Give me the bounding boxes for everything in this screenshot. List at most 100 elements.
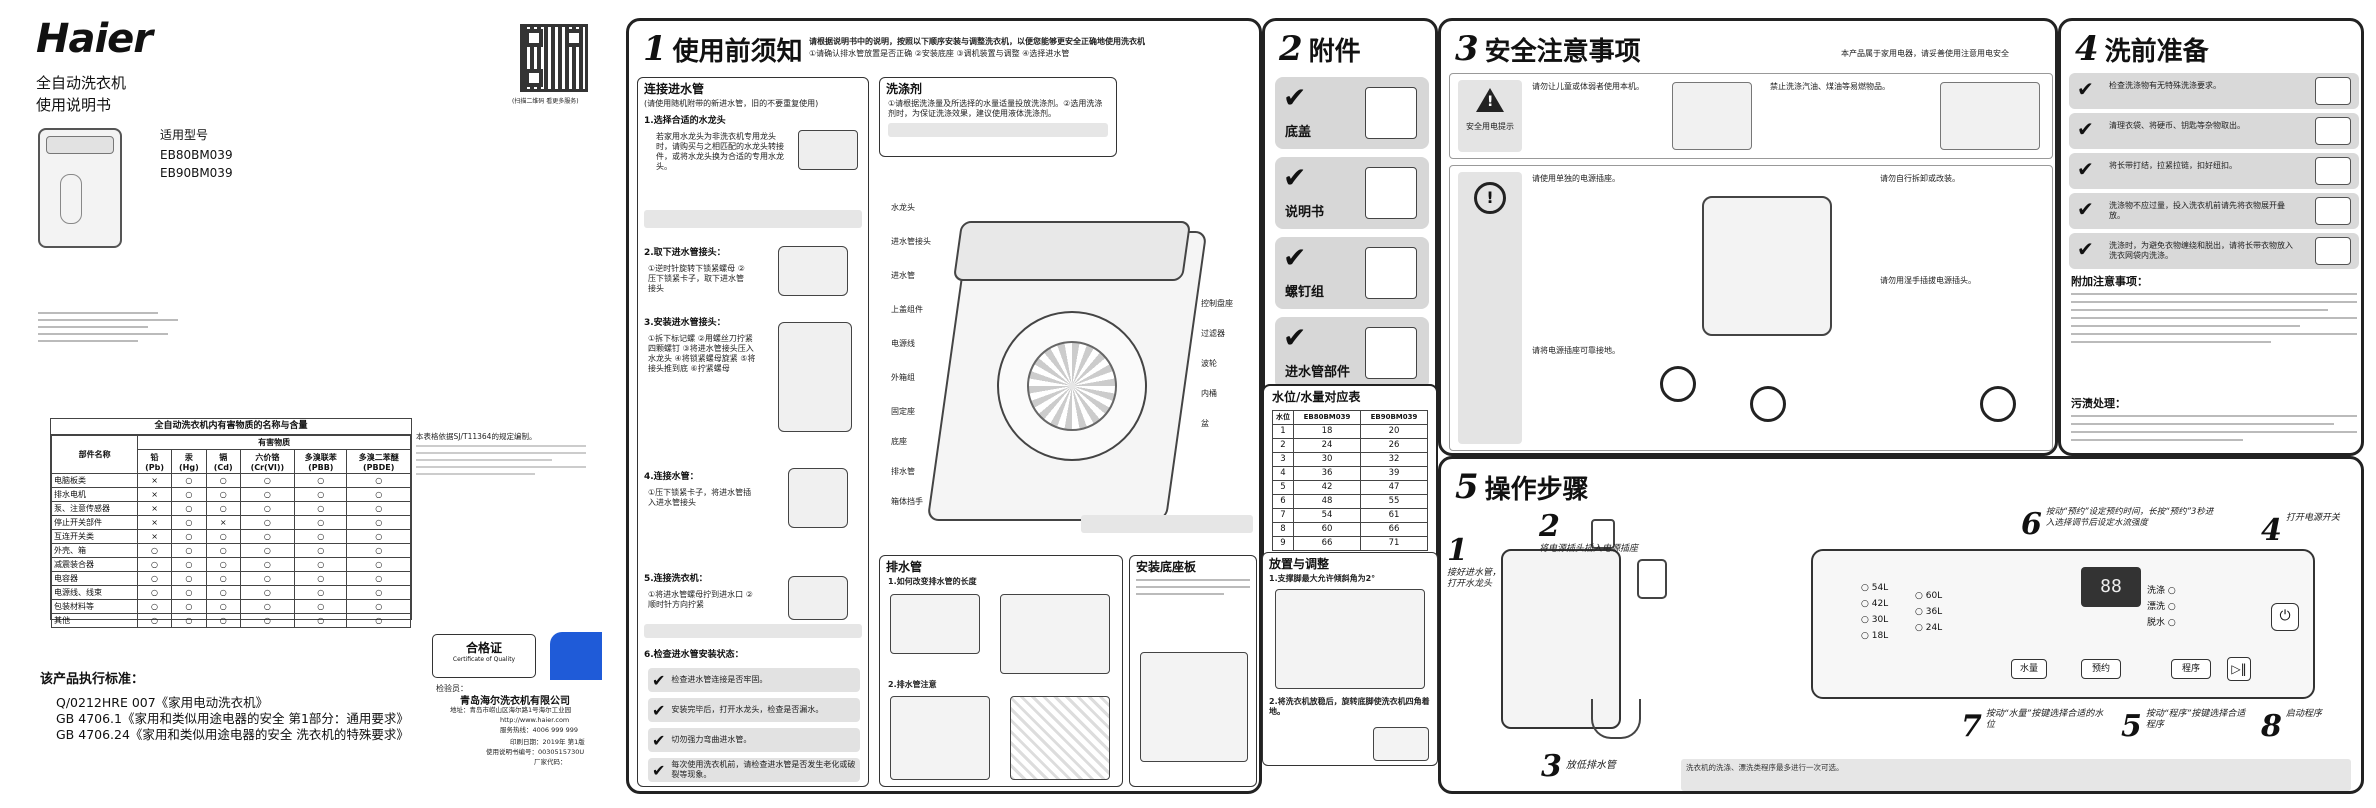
water-cell: 60 [1293, 521, 1361, 537]
rohs-cell: ○ [294, 501, 348, 516]
rohs-cell: ○ [239, 515, 296, 530]
water-column-header: EB80BM039 [1293, 409, 1361, 425]
rohs-cell: ○ [294, 473, 348, 488]
part-label: 排水管 [891, 467, 915, 476]
reserve-button[interactable]: 预约 [2081, 659, 2121, 679]
rohs-part: 电容器 [50, 571, 139, 586]
rohs-cell: × [205, 515, 241, 530]
part-label: 控制盘座 [1201, 299, 1233, 308]
rohs-cell: ○ [137, 571, 172, 586]
water-cell: 4 [1271, 465, 1295, 481]
rohs-cell: ○ [294, 599, 348, 614]
section-number: 5 [1455, 467, 1479, 507]
washer-safety-illustration [1702, 196, 1832, 336]
level-icon [1275, 589, 1425, 689]
water-cell: 36 [1293, 465, 1361, 481]
faucet-icon [1591, 519, 1615, 549]
product-name: 全自动洗衣机 [36, 74, 127, 92]
rohs-table: 部件名称 有害物质 铅 (Pb)汞 (Hg)镉 (Cd)六价铬 (Cr(VI))… [50, 435, 411, 628]
standard-1: Q/0212HRE 007《家用电动洗衣机》 [56, 695, 269, 710]
rohs-cell: ○ [205, 487, 241, 502]
water-cell: 18 [1293, 423, 1361, 439]
small-print [38, 312, 188, 347]
water-level-indicator: ○ 24L [1915, 623, 1943, 633]
section-number: 4 [2075, 29, 2099, 69]
water-level-button[interactable]: 水量 [2011, 659, 2047, 679]
accessory-item: ✔进水管部件 [1275, 317, 1429, 389]
section-title: 操作步骤 [1484, 474, 1589, 505]
website[interactable]: http://www.haier.com [500, 716, 570, 724]
brand-logo: Haier [36, 16, 153, 62]
step1-note [644, 210, 862, 228]
rohs-part: 外壳、箱 [50, 543, 139, 558]
drain-hose-icon [890, 594, 980, 654]
step6-item: ✔检查进水管连接是否牢固。 [648, 668, 860, 692]
machine-connect-icon [788, 576, 848, 620]
step4-title: 4.连接水管： [644, 472, 699, 482]
base-plate-box: 安装底座板 [1129, 555, 1257, 787]
standard-3: GB 4706.24《家用和类似用途电器的安全 洗衣机的特殊要求》 [56, 727, 409, 742]
warning-text: 请勿让儿童或体弱者使用本机。 [1532, 82, 1644, 91]
rohs-cell: ○ [346, 473, 411, 488]
caution-circle-icon: ! [1474, 182, 1506, 214]
company-name: 青岛海尔洗衣机有限公司 [460, 696, 570, 707]
step1-text: 若家用水龙头为非洗衣机专用龙头时，请购买与之相匹配的水龙头转接件，或将水龙头换为… [656, 132, 784, 171]
program-indicator: 脱水 ○ [2147, 618, 2176, 628]
company-address: 地址：青岛市崂山区海尔路1号海尔工业园 [450, 706, 572, 714]
prohibited-icon [1980, 386, 2016, 422]
rohs-cell: ○ [170, 487, 207, 502]
rohs-cell: ○ [137, 599, 172, 614]
rohs-cell: ○ [346, 487, 411, 502]
step2-title: 2.取下进水管接头： [644, 248, 726, 258]
section-operation: 5 操作步骤 1 接好进水管，打开水龙头 2 将电源插头插入电源插座 3 放低排… [1438, 456, 2364, 794]
rohs-cell: × [137, 515, 172, 530]
water-column-header: EB90BM039 [1360, 409, 1428, 425]
drain-hose-low-icon [1591, 699, 1641, 739]
start-pause-button[interactable]: ▷‖ [2227, 657, 2251, 681]
section-preparation: 4 洗前准备 ✔检查洗涤物有无特殊洗涤要求。✔清理衣袋、将硬币、钥匙等杂物取出。… [2058, 18, 2364, 456]
step6-item: ✔安装完毕后，打开水龙头，检查是否漏水。 [648, 698, 860, 722]
rohs-row: 电源线、线束○○○○○○ [50, 585, 411, 600]
qr-code[interactable] [520, 24, 588, 92]
level-step1: 1.支撑脚最大允许倾斜角为2° [1269, 574, 1376, 583]
program-indicator: 洗涤 ○ [2147, 586, 2176, 596]
water-cell: 2 [1271, 437, 1295, 453]
standards-title: 该产品执行标准： [40, 672, 145, 687]
rohs-part: 停止开关部件 [50, 515, 139, 530]
warn-label: 安全用电提示 [1466, 122, 1514, 131]
water-level-indicator: ○ 54L [1861, 583, 1889, 593]
rohs-row: 电脑板类×○○○○○ [50, 473, 411, 488]
section-number: 1 [643, 29, 667, 69]
step6-list: ✔检查进水管连接是否牢固。✔安装完毕后，打开水龙头，检查是否漏水。✔切勿强力弯曲… [648, 668, 860, 788]
rohs-row: 电容器○○○○○○ [50, 571, 411, 586]
rohs-cell: ○ [205, 599, 241, 614]
warning-illustration [1940, 82, 2040, 150]
accessory-item: ✔说明书 [1275, 157, 1429, 229]
rohs-cell: ○ [170, 557, 207, 572]
hose-connect-icon [788, 468, 848, 528]
rohs-cell: ○ [239, 599, 296, 614]
base-plate-icon [1140, 652, 1248, 762]
rohs-part: 其他 [50, 613, 139, 628]
operation-note-text: 洗衣机的洗涤、漂洗类程序最多进行一次可选。 [1686, 763, 1844, 772]
safety-subtitle: 本产品属于家用电器，请妥善使用注意用电安全 [1841, 49, 2009, 58]
rohs-cell: ○ [239, 473, 296, 488]
level-step2: 2.将洗衣机放稳后，旋转底脚使洗衣机四角着地。 [1269, 697, 1430, 716]
rohs-column-header: 铅 (Pb) [137, 449, 172, 474]
notes-title: 附加注意事项： [2071, 275, 2148, 288]
water-cell: 66 [1293, 535, 1361, 551]
rohs-row: 减震装合器○○○○○○ [50, 557, 411, 572]
rohs-row: 排水电机×○○○○○ [50, 487, 411, 502]
program-indicator: 漂洗 ○ [2147, 602, 2176, 612]
prep-item: ✔清理衣袋、将硬币、钥匙等杂物取出。 [2069, 113, 2359, 149]
power-button[interactable]: ⏻ [2271, 603, 2299, 631]
section-title: 使用前须知 [672, 36, 803, 67]
lcd-screen: 88 [2081, 567, 2141, 607]
rohs-cell: ○ [294, 571, 348, 586]
program-button[interactable]: 程序 [2171, 659, 2211, 679]
water-column-header: 水位 [1271, 409, 1295, 425]
